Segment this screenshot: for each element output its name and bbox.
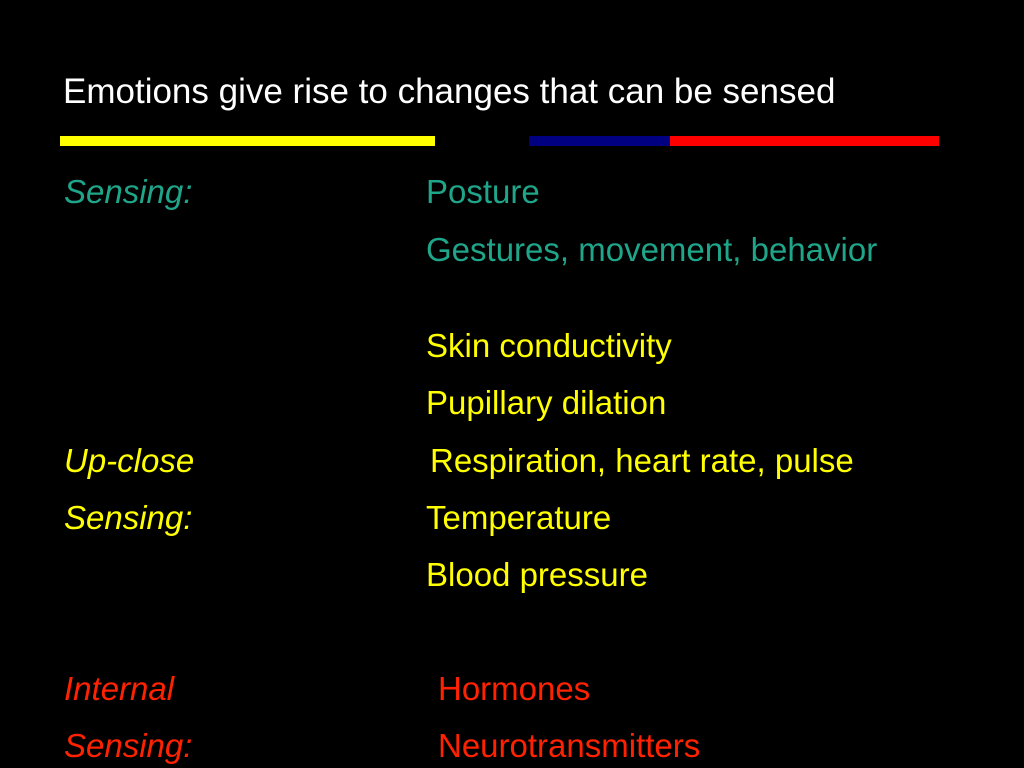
upclose-item: Blood pressure bbox=[426, 556, 648, 593]
upclose-label-line1: Up-close bbox=[64, 442, 195, 479]
upclose-item: Respiration, heart rate, pulse bbox=[430, 442, 854, 479]
slide-title: Emotions give rise to changes that can b… bbox=[63, 72, 836, 111]
upclose-item: Temperature bbox=[426, 499, 612, 536]
underline-red-segment bbox=[670, 136, 939, 146]
upclose-item: Skin conductivity bbox=[426, 327, 672, 364]
internal-item: Neurotransmitters bbox=[438, 727, 701, 764]
distance-item: Gestures, movement, behavior bbox=[426, 231, 878, 268]
underline-navy-segment bbox=[529, 136, 670, 146]
upclose-label-line2: Sensing: bbox=[64, 499, 193, 536]
internal-item: Hormones bbox=[438, 670, 591, 707]
underline-yellow-segment bbox=[60, 136, 435, 146]
distance-sensing-label: Sensing: bbox=[64, 173, 193, 210]
internal-label-line2: Sensing: bbox=[64, 727, 193, 764]
distance-item: Posture bbox=[426, 173, 540, 210]
internal-label-line1: Internal bbox=[64, 670, 175, 707]
upclose-item: Pupillary dilation bbox=[426, 384, 667, 421]
